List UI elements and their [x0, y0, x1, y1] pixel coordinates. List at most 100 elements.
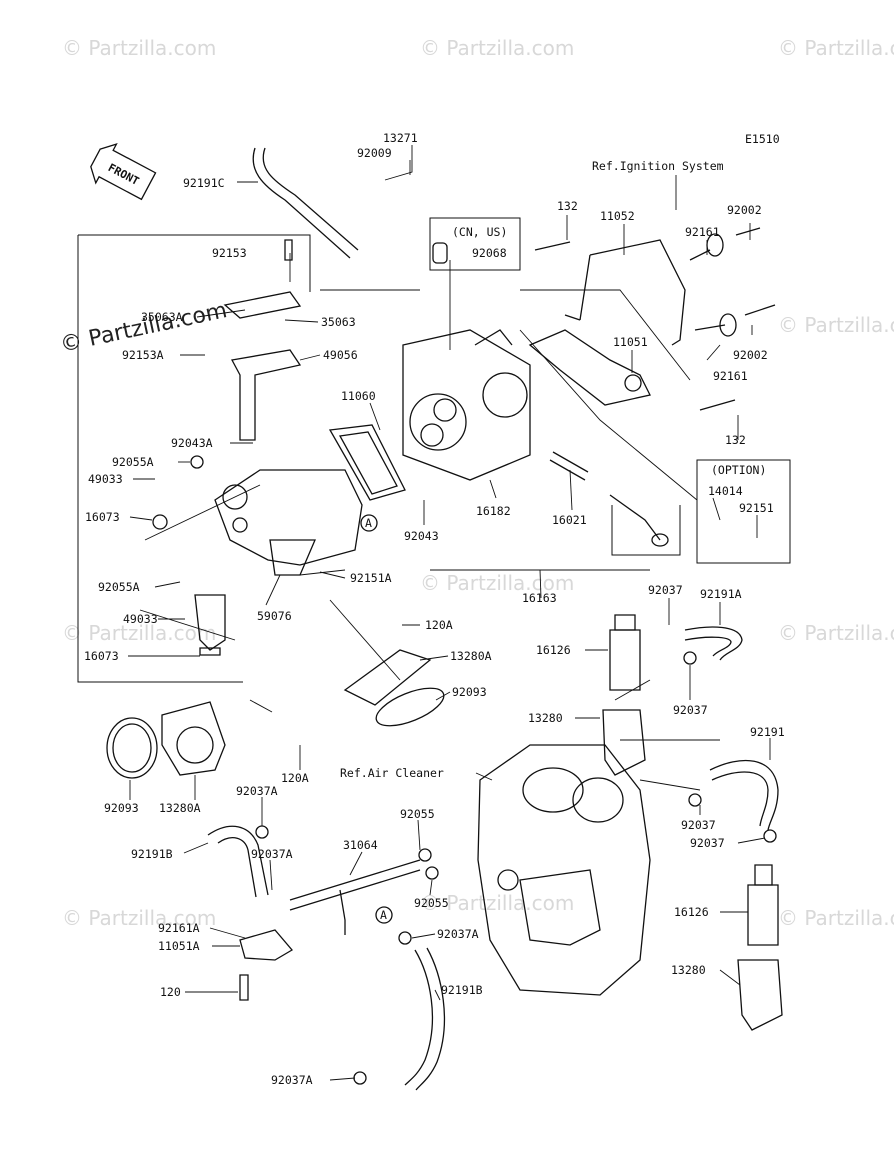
bracket-11051a — [239, 929, 293, 1001]
hose-92191c — [252, 147, 359, 259]
part-label: 92153A — [122, 348, 164, 362]
part-label: 92191B — [131, 847, 173, 861]
o-rings — [152, 455, 439, 880]
part-label: 92055A — [112, 455, 154, 469]
watermark: © Partzilla.com — [778, 621, 894, 645]
part-label: 92068 — [472, 246, 507, 260]
clamps — [255, 651, 777, 1085]
part-label: 92153 — [212, 246, 247, 260]
watermarks: © Partzilla.com © Partzilla.com © Partzi… — [58, 36, 894, 930]
part-label: 92191C — [183, 176, 225, 190]
marker-a-label: A — [380, 908, 387, 922]
marker-a-upper: A — [360, 514, 378, 532]
part-label: 16163 — [522, 591, 557, 605]
part-label: 92191B — [441, 983, 483, 997]
part-label: 14014 — [708, 484, 743, 498]
part-label: 13280A — [159, 801, 201, 815]
watermark: © Partzilla.com — [62, 36, 216, 60]
part-label: 11052 — [600, 209, 635, 223]
bracket-11052 — [564, 239, 686, 346]
part-label: 49056 — [323, 348, 358, 362]
part-label: 13271 — [383, 131, 418, 145]
part-label: 120 — [160, 985, 181, 999]
hose-92191b-left — [207, 825, 269, 898]
leader-lines — [128, 145, 771, 1081]
part-labels: 13271 92009 92191C 132 11052 92002 92068… — [84, 131, 785, 1087]
part-label: 11051 — [613, 335, 648, 349]
part-label: 35063A — [141, 310, 183, 324]
part-label: 92037A — [236, 784, 278, 798]
holder-13280-lower — [737, 959, 783, 1031]
group-frames — [77, 217, 791, 683]
watermark: © Partzilla.com — [778, 313, 894, 337]
watermark: © Partzilla.com — [420, 571, 574, 595]
part-label: 11051A — [158, 939, 200, 953]
part-label: 92043A — [171, 436, 213, 450]
throttle-gasket — [328, 424, 406, 501]
part-label: 59076 — [257, 609, 292, 623]
part-label: 11060 — [341, 389, 376, 403]
bolts — [534, 227, 776, 411]
callout-air-cleaner: Ref.Air Cleaner — [340, 766, 444, 780]
part-label: 16073 — [85, 510, 120, 524]
watermark: © Partzilla.com — [778, 36, 894, 60]
part-label: 92093 — [104, 801, 139, 815]
part-label: 16126 — [674, 905, 709, 919]
part-label: 92037A — [437, 927, 479, 941]
throttle-body-assembly — [402, 329, 531, 481]
holder-13280-upper — [602, 709, 646, 776]
fuel-pump-16126-lower — [747, 864, 779, 946]
marker-a-lower: A — [375, 906, 393, 924]
part-label: 92055 — [400, 807, 435, 821]
injector-lower — [194, 594, 226, 656]
part-label: 31064 — [343, 838, 378, 852]
part-label: 92037A — [271, 1073, 313, 1087]
sensor-16021 — [549, 451, 669, 547]
bracket-11051 — [528, 329, 651, 406]
part-label: 92191A — [700, 587, 742, 601]
hose-92191a — [684, 626, 743, 661]
part-label: 16126 — [536, 643, 571, 657]
part-label: 16021 — [552, 513, 587, 527]
part-label: 132 — [557, 199, 578, 213]
fuel-pump-16126-upper — [609, 614, 641, 691]
gasket-13280a-lower — [161, 701, 226, 776]
part-label: 92037A — [251, 847, 293, 861]
watermark: © Partzilla.com — [420, 36, 574, 60]
hose-92191 — [709, 759, 779, 831]
diagram-code: E1510 — [745, 132, 780, 146]
part-label: 92161 — [713, 369, 748, 383]
gasket-13280a-upper — [343, 649, 432, 706]
part-label: 92151 — [739, 501, 774, 515]
pipe-31064 — [289, 859, 421, 935]
seal-92093-lower — [106, 717, 158, 779]
part-label: 92037 — [681, 818, 716, 832]
watermark: © Partzilla.com — [778, 906, 894, 930]
part-label: 92043 — [404, 529, 439, 543]
part-label: 49033 — [123, 612, 158, 626]
part-label: 13280 — [528, 711, 563, 725]
part-label: 92002 — [733, 348, 768, 362]
part-label: 92055A — [98, 580, 140, 594]
part-label: 92161 — [685, 225, 720, 239]
part-label: 49033 — [88, 472, 123, 486]
seal-92093-upper — [375, 687, 445, 727]
part-label: 13280 — [671, 963, 706, 977]
part-label: 132 — [725, 433, 746, 447]
part-label: 92037 — [690, 836, 725, 850]
part-label: 92037 — [648, 583, 683, 597]
callout-cn-us: (CN, US) — [452, 225, 507, 239]
part-label: 92002 — [727, 203, 762, 217]
injector-rail — [223, 239, 302, 441]
part-label: 92191 — [750, 725, 785, 739]
part-label: 13280A — [450, 649, 492, 663]
callout-ignition: Ref.Ignition System — [592, 159, 724, 173]
part-label: 16182 — [476, 504, 511, 518]
part-label: 120A — [281, 771, 309, 785]
part-label: 92151A — [350, 571, 392, 585]
part-label: 92093 — [452, 685, 487, 699]
part-label: 16073 — [84, 649, 119, 663]
hose-92191b-lower — [404, 947, 446, 1091]
